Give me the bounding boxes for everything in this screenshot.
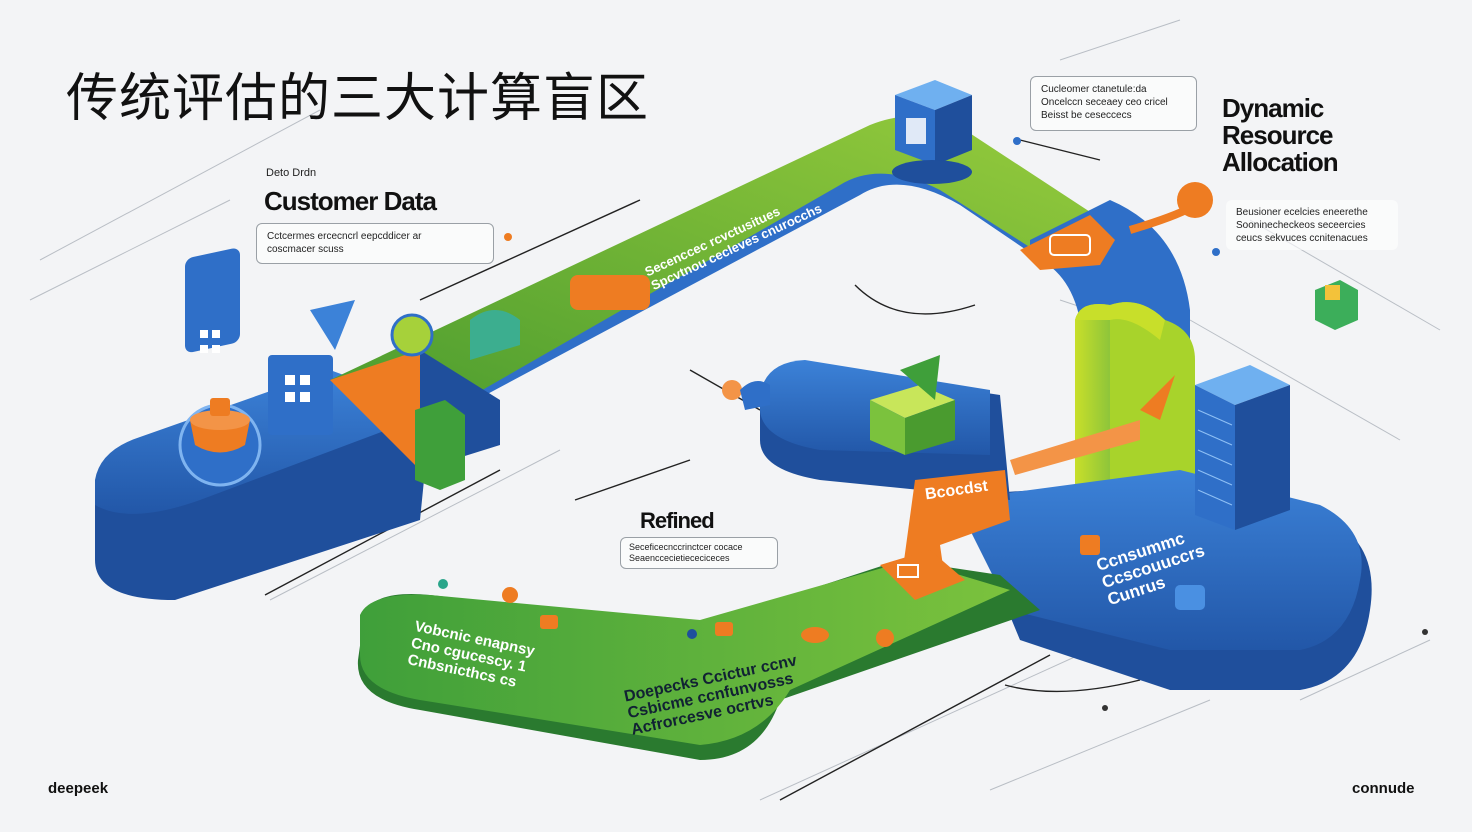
floating-app-icon (185, 248, 355, 435)
refined-heading: Refined (640, 508, 715, 533)
footer-left-brand: deepeek (48, 780, 109, 797)
refined-callout: Seceficecnccrinctcer cocace Seaencceciet… (620, 537, 778, 569)
page-title: 传统评估的三大计算盲区 (66, 69, 650, 129)
middle-platform (760, 355, 1010, 500)
small-decorations (390, 137, 1428, 711)
top-belt (330, 116, 1120, 470)
top-cube-icon (892, 80, 972, 184)
server-rack-icon (1195, 365, 1290, 530)
dynamic-resource-callout: Beusioner ecelcies eneerethe Sooninechec… (1226, 200, 1398, 250)
footer-right-brand: connude (1352, 780, 1415, 797)
top-callout: Cucleomer ctanetule:da Oncelccn seceaey … (1030, 76, 1197, 131)
bottom-belt (357, 470, 1040, 760)
left-platform (95, 370, 440, 600)
customer-data-callout: Cctcermes ercecncrl eepcddicer ar coscma… (256, 223, 494, 264)
orange-connector (1010, 182, 1213, 475)
customer-data-heading: Customer Data (264, 186, 437, 216)
customer-data-small-label: Deto Drdn (266, 167, 317, 179)
dynamic-resource-heading: Dynamic Resource Allocation (1222, 93, 1339, 177)
